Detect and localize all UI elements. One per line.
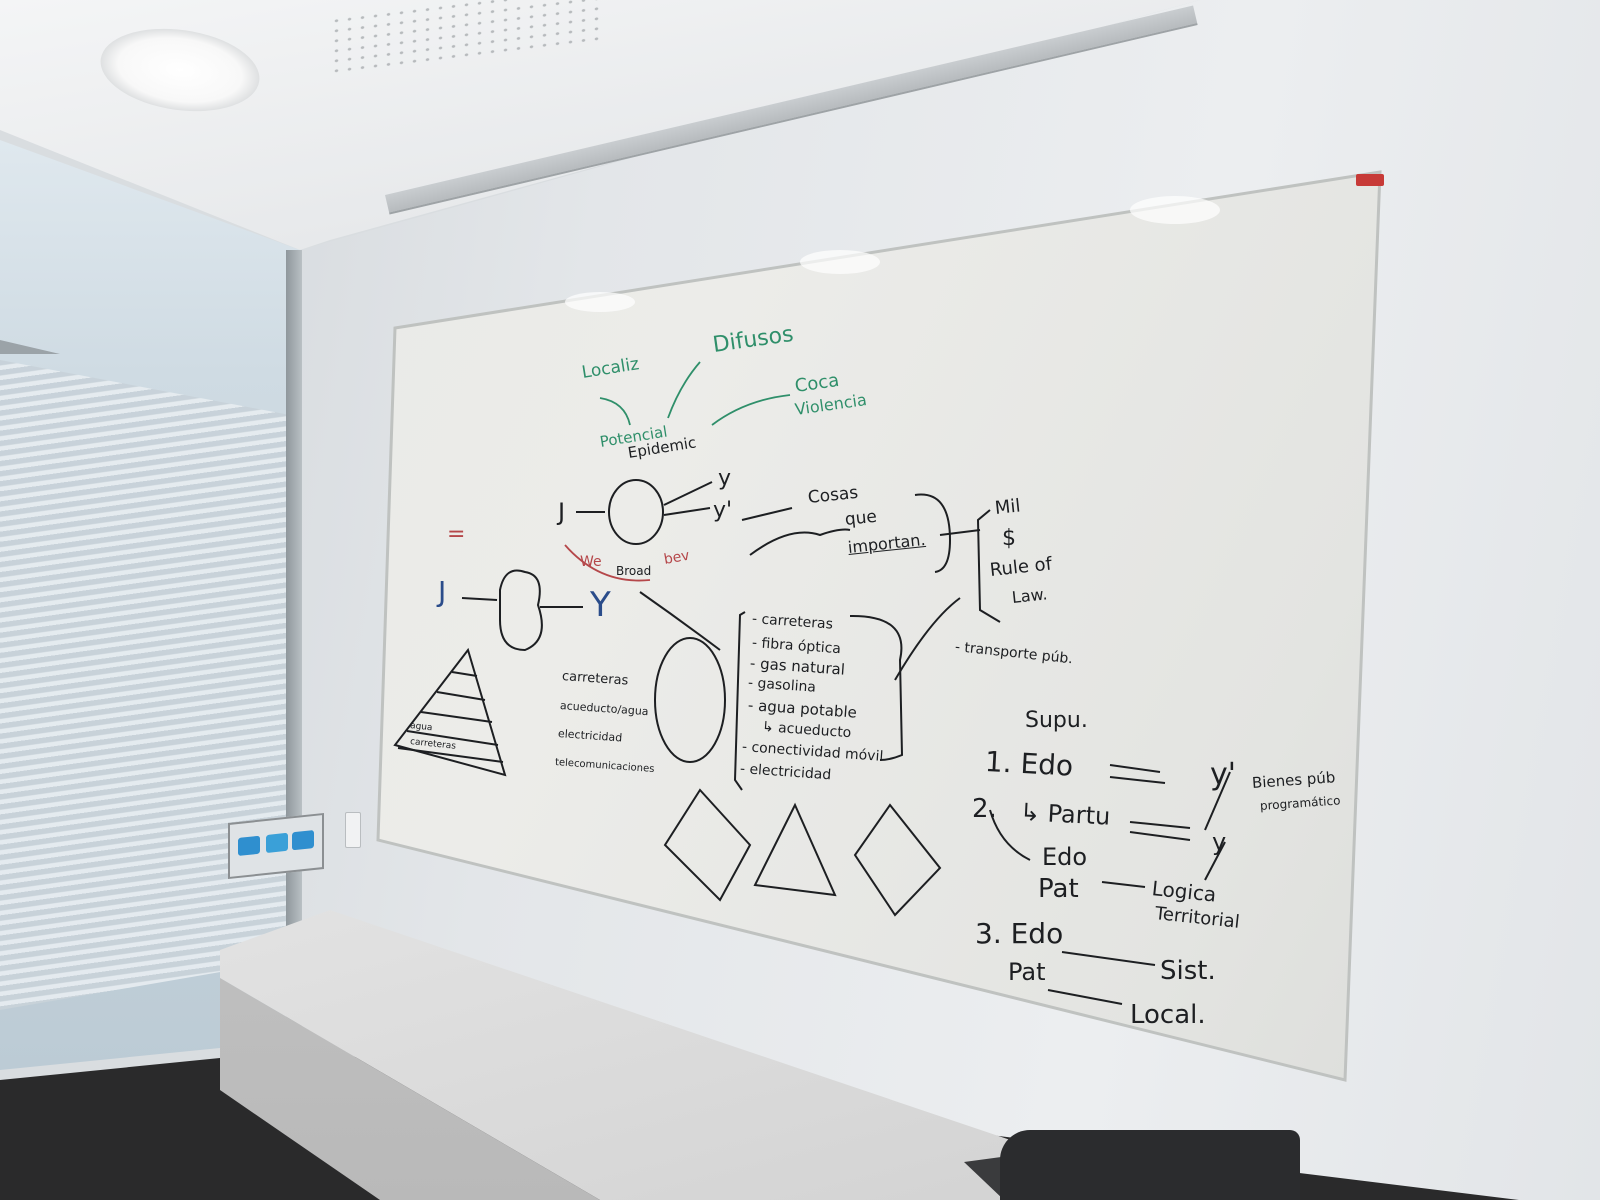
desk-phone[interactable] (1000, 1130, 1300, 1200)
label-bev: bev (662, 547, 691, 568)
sign-panel-3 (292, 830, 314, 851)
wall-sign (228, 812, 324, 880)
label-broad: Broad (616, 564, 652, 578)
supuestos-local: Local. (1130, 1000, 1206, 1030)
sign-panel-2 (266, 832, 288, 854)
supuestos-item2: 2. (972, 794, 997, 824)
supuestos-item2-result: y (1212, 828, 1227, 856)
light-switch[interactable] (345, 812, 361, 848)
label-we: We (580, 554, 602, 570)
supuestos-part3: Pat (1008, 958, 1046, 986)
window-blinds (0, 360, 290, 1010)
label-y-left: Y (590, 585, 611, 625)
sign-panel-1 (238, 835, 260, 856)
supuestos-item3: 3. Edo (975, 917, 1064, 950)
supuestos-partido: ↳ Partu (1019, 798, 1111, 831)
red-equals-mark: = (447, 522, 466, 547)
label-y-prime-top: y' (713, 498, 733, 523)
label-que: que (843, 506, 878, 530)
supuestos-sist: Sist. (1160, 956, 1216, 986)
supuestos-item1: 1. Edo (984, 745, 1074, 783)
label-mil: Mil (993, 495, 1022, 519)
label-y-top: y (718, 466, 732, 491)
whiteboard-brand-logo (1356, 174, 1384, 186)
label-j-left: J (438, 575, 447, 608)
supuestos-item1-result: y' (1210, 757, 1237, 792)
supuestos-edo2: Edo (1042, 843, 1088, 871)
label-law: Law. (1010, 584, 1049, 607)
supuestos-logica: Logica (1150, 876, 1218, 907)
label-j-top: J (558, 498, 566, 526)
supuestos-title: Supu. (1025, 708, 1088, 733)
label-dollar: $ (1002, 526, 1016, 551)
supuestos-part2: Pat (1038, 874, 1079, 904)
